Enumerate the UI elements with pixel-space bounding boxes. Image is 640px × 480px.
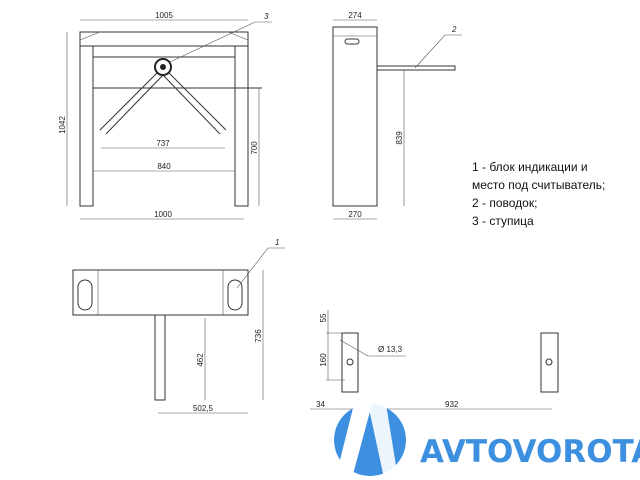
dim-839: 839 — [395, 131, 404, 145]
mount-plan: 55 160 Ø 13,3 34 932 — [310, 310, 559, 410]
dim-hole-diameter: Ø 13,3 — [378, 345, 403, 354]
dim-840: 840 — [157, 162, 171, 171]
dim-160: 160 — [319, 353, 328, 367]
legend-item-1b: место под считыватель; — [472, 178, 605, 192]
legend-item-2: 2 - поводок; — [472, 196, 537, 210]
dim-1042: 1042 — [58, 116, 67, 134]
front-view: 1005 1042 700 737 840 1000 3 — [58, 11, 272, 220]
legend-item-1: 1 - блок индикации и — [472, 160, 588, 174]
watermark-logo: AVTOVOROTA — [334, 404, 640, 478]
dim-736: 736 — [254, 329, 263, 343]
dim-737: 737 — [156, 139, 170, 148]
top-view: 462 736 502,5 1 — [72, 238, 285, 414]
legend-item-3: 3 - ступица — [472, 214, 534, 228]
dim-932: 932 — [445, 400, 459, 409]
callout-2: 2 — [451, 25, 457, 34]
dim-1000: 1000 — [154, 210, 172, 219]
callout-3: 3 — [264, 12, 269, 21]
dim-1005: 1005 — [155, 11, 173, 20]
side-view: 274 270 839 2 — [332, 11, 462, 220]
callout-1: 1 — [275, 238, 279, 247]
dim-502-5: 502,5 — [193, 404, 214, 413]
hub-icon — [99, 58, 227, 135]
dim-700: 700 — [250, 141, 259, 155]
dim-462: 462 — [196, 353, 205, 367]
dim-55: 55 — [319, 313, 328, 322]
legend: 1 - блок индикации и место под считывате… — [472, 160, 605, 228]
dim-34: 34 — [316, 400, 325, 409]
dim-270: 270 — [348, 210, 362, 219]
dim-274: 274 — [348, 11, 362, 20]
watermark-text: AVTOVOROTA — [420, 434, 640, 470]
